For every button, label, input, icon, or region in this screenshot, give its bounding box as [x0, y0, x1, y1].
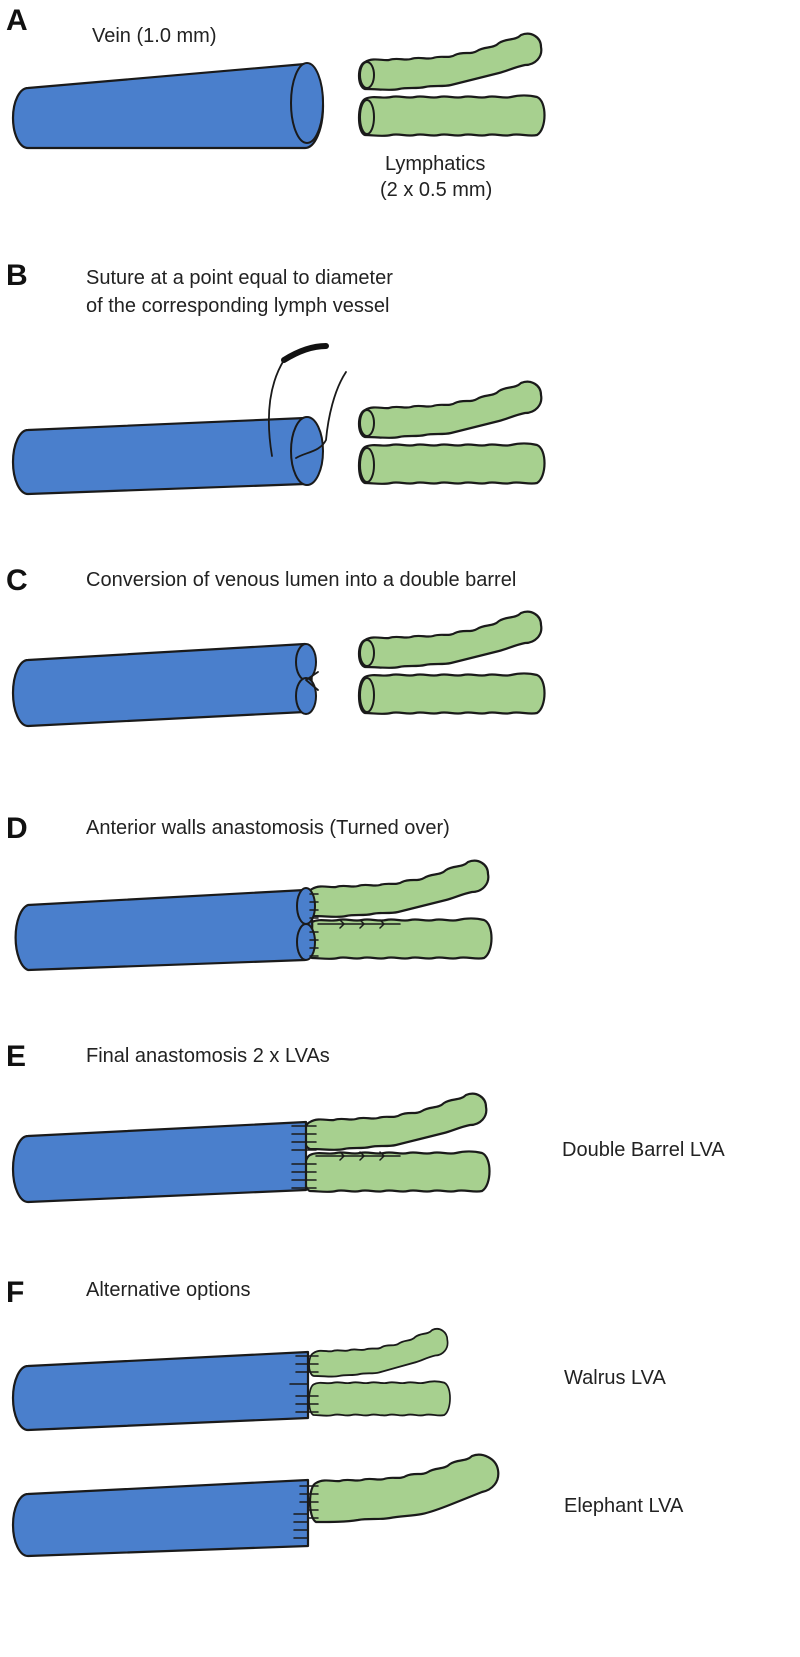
caption-f: Alternative options: [86, 1279, 251, 1301]
final-sutures-e: [291, 1121, 401, 1191]
sutures-elephant: [293, 1479, 319, 1547]
vein-e: [11, 1120, 308, 1204]
lymphatic-pair-d: [304, 859, 493, 960]
lymphatic-pair-e: [302, 1092, 491, 1193]
lymphatic-pair-b: [357, 380, 546, 485]
double-barrel-lva-label: Double Barrel LVA: [562, 1139, 725, 1161]
vein-label: Vein (1.0 mm): [92, 25, 216, 47]
vein-d: [14, 887, 316, 972]
elephant-lva: Elephant LVA: [11, 1453, 684, 1558]
anterior-wall-sutures-d: [309, 893, 401, 957]
panel-letter-e: E: [6, 1040, 26, 1073]
vein-walrus: [11, 1350, 310, 1432]
panel-f: F Alternative options Walrus LVA: [6, 1276, 684, 1558]
panel-letter-c: C: [6, 564, 28, 597]
panel-letter-b: B: [6, 259, 28, 292]
caption-b-line2: of the corresponding lymph vessel: [86, 295, 390, 317]
panel-c: C Conversion of venous lumen into a doub…: [6, 564, 546, 728]
lymphatic-pair-c: [357, 610, 546, 715]
panel-b: B Suture at a point equal to diameter of…: [6, 259, 546, 496]
walrus-lva-label: Walrus LVA: [564, 1367, 667, 1389]
lymphatic-pair-a: [357, 32, 546, 137]
panel-d: D Anterior walls anastomosis (Turned ove…: [6, 812, 493, 972]
sutures-walrus: [289, 1351, 319, 1419]
vein-c-double-barrel: [11, 642, 319, 728]
suture-thread-b: [268, 343, 347, 459]
panel-letter-f: F: [6, 1276, 24, 1309]
lymphatic-elephant: [308, 1453, 500, 1524]
lymphatic-pair-walrus: [308, 1328, 451, 1417]
vein-elephant: [11, 1478, 310, 1558]
vein-a: [11, 62, 325, 150]
caption-e: Final anastomosis 2 x LVAs: [86, 1045, 330, 1067]
panel-letter-a: A: [6, 4, 28, 37]
walrus-lva: Walrus LVA: [11, 1328, 667, 1432]
elephant-lva-label: Elephant LVA: [564, 1495, 684, 1517]
panel-e: E Final anastomosis 2 x LVAs Double Barr…: [6, 1040, 725, 1204]
panel-letter-d: D: [6, 812, 28, 845]
caption-d: Anterior walls anastomosis (Turned over): [86, 817, 450, 839]
panel-a: A Vein (1.0 mm) Lymphatics (2 x 0.5 mm): [6, 4, 546, 201]
caption-c: Conversion of venous lumen into a double…: [86, 569, 516, 591]
caption-b-line1: Suture at a point equal to diameter: [86, 267, 393, 289]
lymphatics-label-line1: Lymphatics: [385, 153, 485, 175]
lymphatics-label-line2: (2 x 0.5 mm): [380, 179, 492, 201]
vein-b: [11, 416, 324, 496]
